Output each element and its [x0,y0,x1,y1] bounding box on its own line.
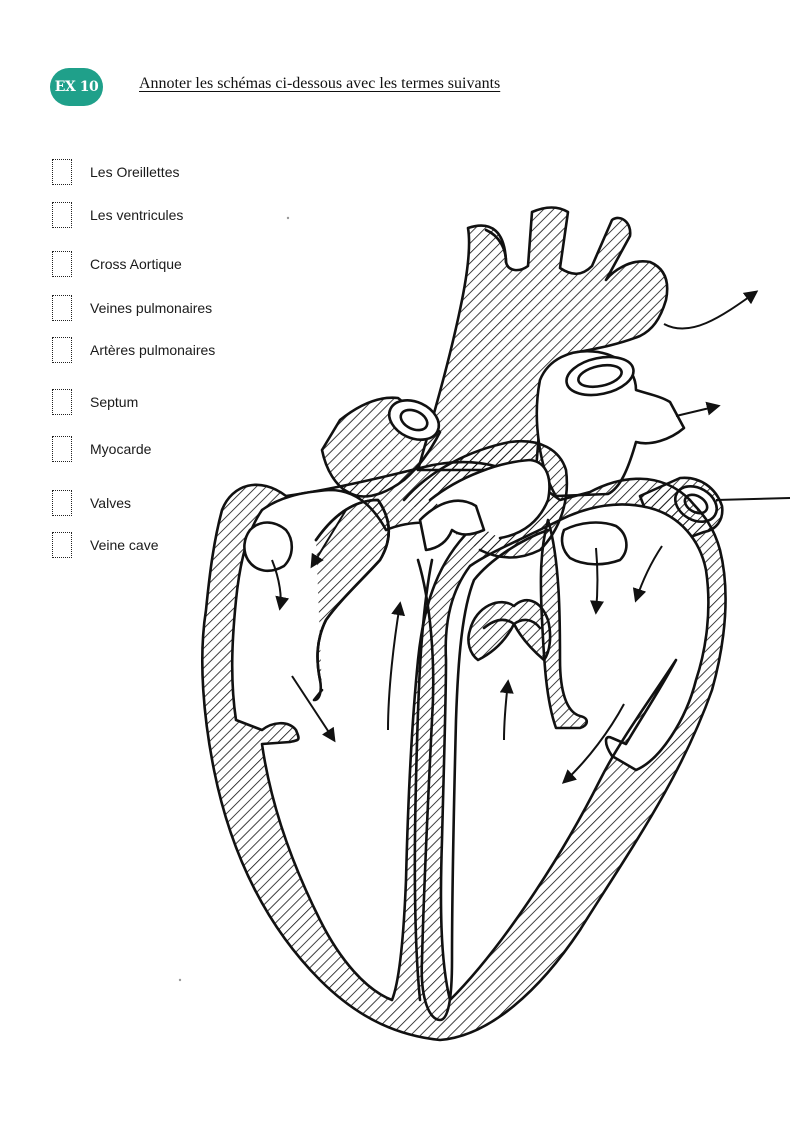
exercise-badge: EX 10 [50,68,103,106]
term-item: Myocarde [52,435,151,463]
right-atrium-ventricle-cavity [230,488,472,1002]
term-checkbox[interactable] [52,337,72,363]
term-label: Les Oreillettes [90,164,180,180]
aortic-arch [416,206,669,472]
term-item: Les ventricules [52,201,183,229]
flow-arrow [271,559,290,611]
term-checkbox[interactable] [52,159,72,185]
exercise-title: Annoter les schémas ci-dessous avec les … [139,75,501,92]
term-checkbox[interactable] [52,532,72,558]
flow-arrow [310,509,347,569]
exercise-number: EX 10 [54,79,99,95]
pulmonary-valve [418,499,486,552]
term-label: Veine cave [90,537,159,553]
term-item: Les Oreillettes [52,158,179,186]
term-list: Les Oreillettes Les ventricules Cross Ao… [0,0,230,600]
term-checkbox[interactable] [52,295,72,321]
term-item: Septum [52,388,138,416]
term-label: Valves [90,495,131,511]
term-item: Veines pulmonaires [52,294,212,322]
flow-arrow [561,703,625,784]
term-label: Artères pulmonaires [90,342,216,358]
flow-arrow [632,545,663,603]
flow-arrow [499,679,514,741]
term-label: Septum [90,394,139,410]
term-label: Cross Aortique [90,256,182,272]
term-checkbox[interactable] [52,490,72,516]
term-item: Veine cave [52,531,159,559]
term-label: Myocarde [90,441,152,457]
pointer-line [715,497,791,501]
term-checkbox[interactable] [52,202,72,228]
term-item: Cross Aortique [52,250,182,278]
term-checkbox[interactable] [52,389,72,415]
term-item: Artères pulmonaires [52,336,215,364]
vena-cava-opening [387,399,441,441]
septum [416,528,550,1022]
term-label: Les ventricules [90,207,184,223]
flow-arrow [291,675,336,743]
flow-arrow [387,601,406,731]
term-checkbox[interactable] [52,436,72,462]
flow-arrow [675,401,721,417]
flow-arrow [590,547,604,615]
term-item: Valves [52,489,131,517]
flow-arrow [663,290,759,330]
term-checkbox[interactable] [52,251,72,277]
term-label: Veines pulmonaires [90,300,213,316]
